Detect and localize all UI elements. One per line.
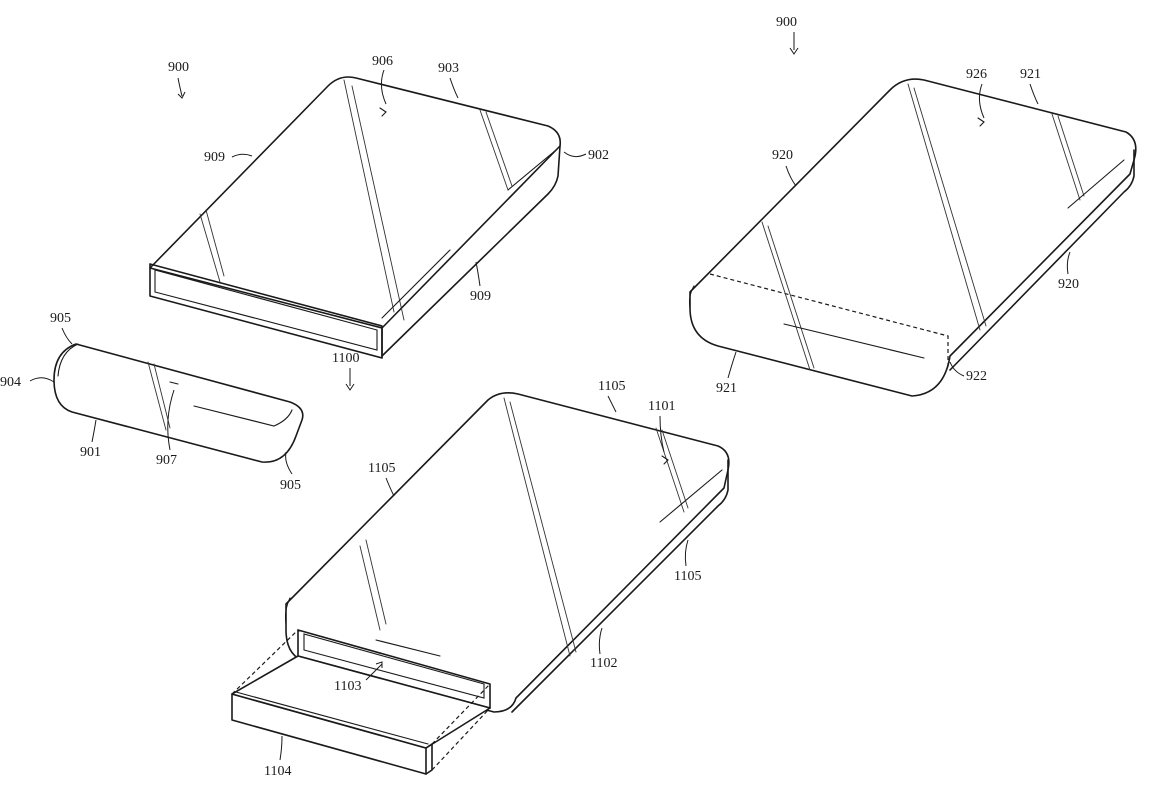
label-906: 906 xyxy=(372,54,393,69)
label-903: 903 xyxy=(438,61,459,76)
label-900b: 900 xyxy=(776,15,797,30)
label-900a: 900 xyxy=(168,60,189,75)
housing-900-open xyxy=(149,76,562,359)
label-1100: 1100 xyxy=(332,351,359,366)
label-1105-top: 1105 xyxy=(598,379,625,394)
labels-900-left: 900 906 903 909 902 909 905 904 901 907 … xyxy=(0,54,609,493)
label-921-bottom: 921 xyxy=(716,381,737,396)
label-1103: 1103 xyxy=(334,679,361,694)
housing-1100 xyxy=(284,392,730,713)
label-920-left: 920 xyxy=(772,148,793,163)
label-902: 902 xyxy=(588,148,609,163)
labels-1100: 1100 1105 1101 1105 1105 1102 1103 1104 xyxy=(264,351,701,779)
labels-900-right: 900 926 921 920 920 921 922 xyxy=(716,15,1079,396)
label-1102: 1102 xyxy=(590,656,617,671)
end-cap-901 xyxy=(53,343,304,463)
housing-900-closed xyxy=(688,78,1137,397)
label-905-top: 905 xyxy=(50,311,71,326)
label-1101: 1101 xyxy=(648,399,675,414)
label-909-top: 909 xyxy=(204,150,225,165)
label-926: 926 xyxy=(966,67,987,82)
label-901: 901 xyxy=(80,445,101,460)
label-920-right: 920 xyxy=(1058,277,1079,292)
label-922: 922 xyxy=(966,369,987,384)
label-909-bottom: 909 xyxy=(470,289,491,304)
label-1105-left: 1105 xyxy=(368,461,395,476)
label-1104: 1104 xyxy=(264,764,291,779)
label-1105-right: 1105 xyxy=(674,569,701,584)
label-904: 904 xyxy=(0,375,21,390)
label-905-bottom: 905 xyxy=(280,478,301,493)
insert-1104 xyxy=(231,629,491,775)
label-921-top: 921 xyxy=(1020,67,1041,82)
label-907: 907 xyxy=(156,453,177,468)
